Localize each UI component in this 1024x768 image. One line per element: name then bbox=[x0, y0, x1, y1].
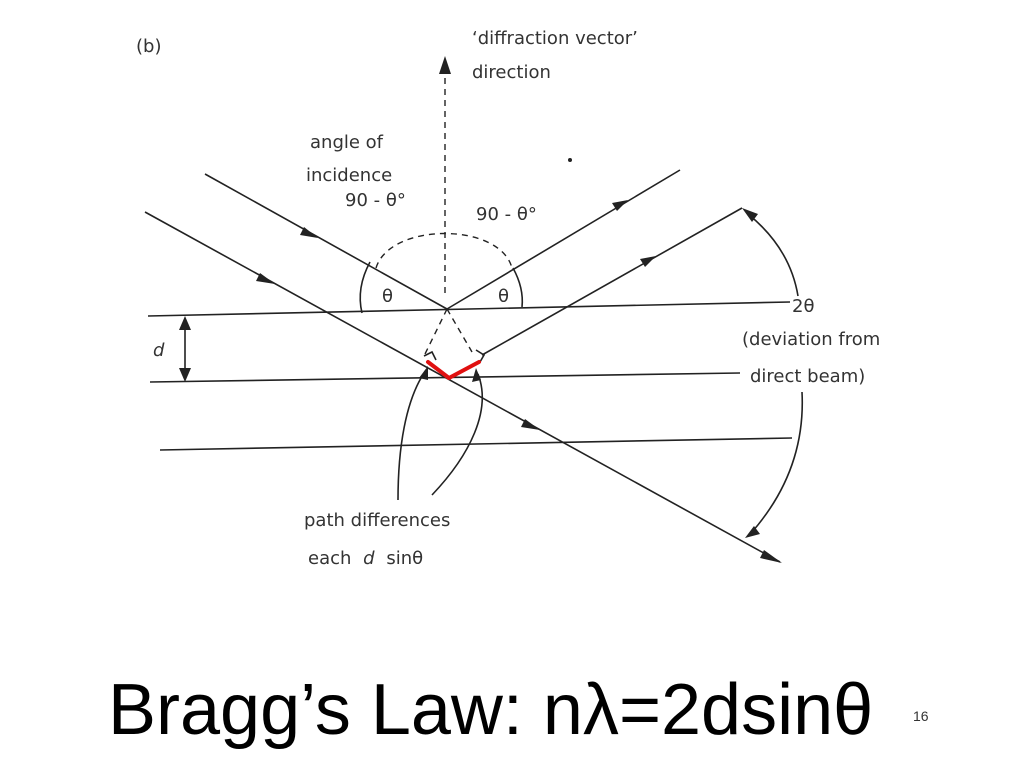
two-theta-arrow-bottom bbox=[745, 526, 760, 538]
incident-beam-2-arrowhead-mid bbox=[521, 419, 540, 430]
angle-arc-dashed bbox=[375, 232, 513, 269]
stray-dot bbox=[568, 158, 572, 162]
incident-beam-2-arrowhead-end bbox=[760, 550, 782, 563]
deviation-label-2: direct beam) bbox=[750, 366, 865, 387]
angle-right-label: 90 - θ° bbox=[476, 204, 537, 225]
each-d-sintheta-label: each d sinθ bbox=[308, 548, 423, 569]
path-differences-label: path differences bbox=[304, 510, 450, 531]
panel-label: (b) bbox=[136, 36, 161, 57]
page-number: 16 bbox=[913, 708, 929, 724]
incident-beam-1-arrowhead bbox=[300, 227, 318, 238]
angle-of-incidence-label-2: incidence bbox=[306, 165, 392, 186]
path-diff-pointer-right bbox=[431, 373, 483, 496]
reflected-beam-1 bbox=[446, 169, 681, 310]
incident-beam-2 bbox=[144, 211, 781, 563]
theta-arc-left bbox=[359, 261, 371, 314]
reflected-beam-1-arrowhead bbox=[612, 200, 628, 211]
diffraction-vector-arrowhead bbox=[439, 56, 451, 74]
angle-left-label: 90 - θ° bbox=[345, 190, 406, 211]
reflected-beam-2-arrowhead bbox=[640, 256, 656, 267]
angle-of-incidence-label-1: angle of bbox=[310, 132, 384, 153]
crystal-plane-3 bbox=[159, 437, 793, 451]
theta-arc-right bbox=[512, 267, 524, 308]
slide-title: Bragg’s Law: nλ=2dsinθ bbox=[108, 670, 874, 750]
construction-dash-left bbox=[423, 308, 448, 357]
d-spacing-label: d bbox=[153, 340, 165, 361]
construction-dash-right bbox=[446, 308, 473, 353]
two-theta-arc-lower bbox=[751, 391, 804, 533]
right-angle-marker-left bbox=[423, 350, 437, 361]
deviation-label-1: (deviation from bbox=[742, 329, 880, 350]
diffraction-vector-label: ‘diffraction vector’ bbox=[472, 28, 638, 49]
reflected-beam-2 bbox=[481, 207, 743, 356]
two-theta-arrow-top bbox=[742, 208, 758, 222]
incident-beam-1 bbox=[204, 173, 448, 310]
crystal-plane-1 bbox=[147, 301, 791, 317]
path-difference-highlight bbox=[426, 360, 481, 380]
path-diff-pointer-right-arrowhead bbox=[472, 368, 481, 382]
d-spacing-arrow-bottom bbox=[179, 368, 191, 382]
diffraction-direction-label: direction bbox=[472, 62, 551, 83]
path-diff-pointer-left-arrowhead bbox=[419, 366, 428, 380]
right-angle-marker-right bbox=[475, 349, 486, 363]
theta-left-label: θ bbox=[382, 286, 393, 307]
two-theta-arc-upper bbox=[747, 213, 799, 297]
two-theta-label: 2θ bbox=[792, 296, 814, 317]
theta-right-label: θ bbox=[498, 286, 509, 307]
incident-beam-2-arrowhead-upper bbox=[256, 273, 275, 284]
d-spacing-arrow-top bbox=[179, 316, 191, 330]
path-diff-pointer-left bbox=[397, 369, 427, 501]
bragg-diffraction-diagram: (b) ‘diffraction vector’ direction angle… bbox=[136, 28, 880, 569]
